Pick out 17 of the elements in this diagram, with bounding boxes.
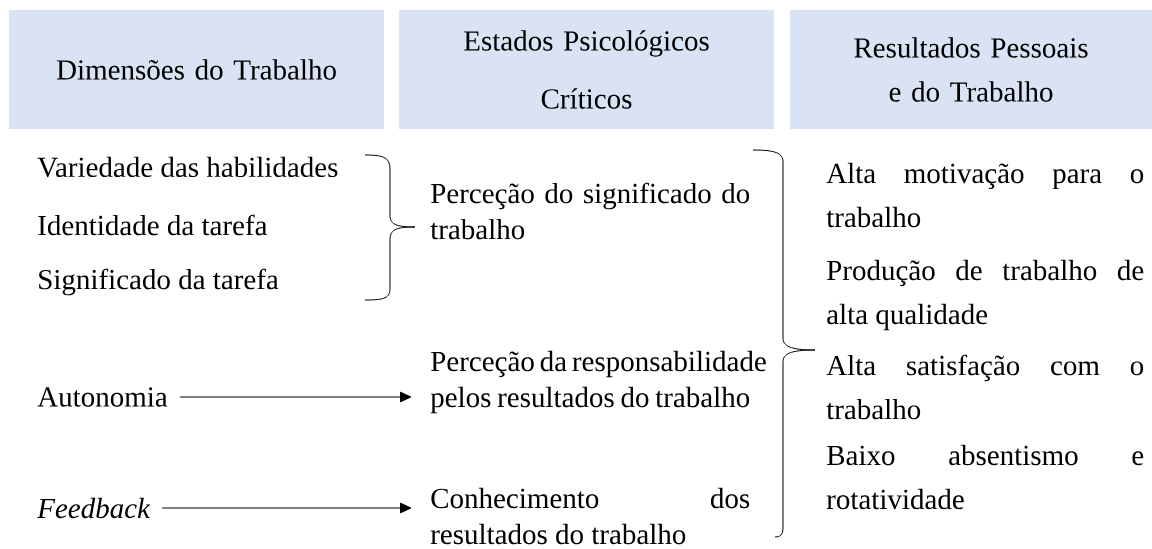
dimension-label: Identidade da tarefa	[38, 214, 268, 236]
column-header: Dimensões do Trabalho	[9, 10, 384, 129]
result-text: Baixo absentismo e rotatividade	[826, 444, 1144, 510]
arrow	[179, 391, 412, 403]
state-text: Perceção da responsabilidade pelos resultados do trabalho	[430, 350, 766, 414]
dimension-label: Significado da tarefa	[39, 268, 279, 296]
column-header: Resultados Pessoais e do Trabalho	[790, 10, 1152, 129]
column-header: Estados Psicológicos Críticos	[399, 10, 774, 129]
result-text: Produção de trabalho de alta qualidade	[827, 259, 1144, 331]
result-text: Alta satisfação com o trabalho	[826, 354, 1144, 420]
dimension-label: Feedback	[37, 497, 151, 519]
state-text: Conhecimento dos resultados do trabalho	[430, 487, 750, 545]
result-text: Alta motivação para o trabalho	[826, 162, 1144, 228]
dimension-label: Variedade das habilidades	[37, 156, 338, 178]
state-text: Perceção do significado do trabalho	[430, 182, 750, 240]
arrow	[161, 502, 412, 514]
dimension-label: Autonomia	[37, 387, 168, 407]
